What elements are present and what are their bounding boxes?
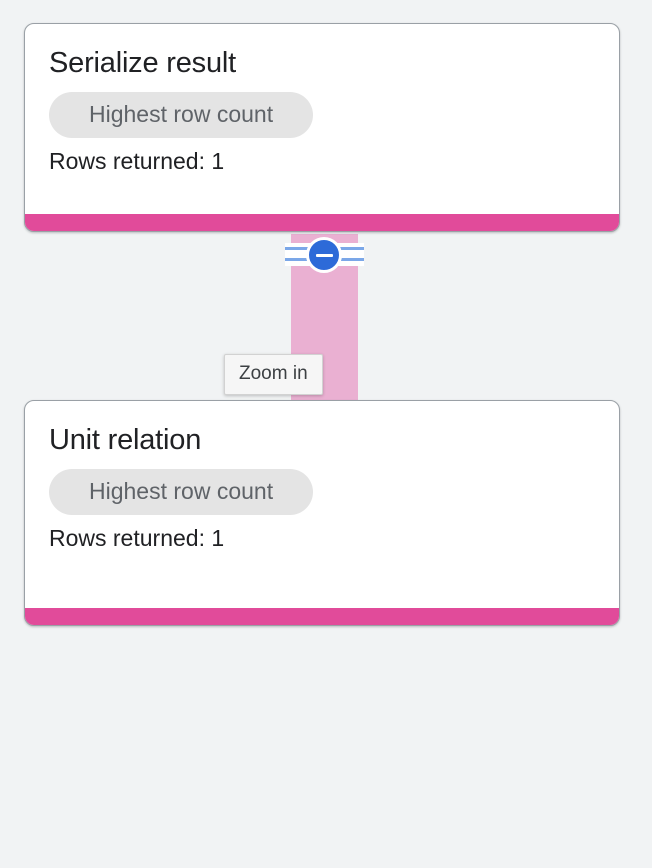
node-rows-returned: Rows returned: 1 <box>49 148 225 174</box>
node-body: Serialize result Highest row count Rows … <box>25 24 619 175</box>
node-accent-bar <box>25 214 619 231</box>
node-body: Unit relation Highest row count Rows ret… <box>25 401 619 552</box>
node-badge: Highest row count <box>49 92 314 138</box>
zoom-in-tooltip: Zoom in <box>224 354 323 395</box>
minus-circle-icon[interactable] <box>306 237 342 273</box>
node-card-serialize-result[interactable]: Serialize result Highest row count Rows … <box>24 23 620 232</box>
node-title: Serialize result <box>49 47 236 79</box>
minus-glyph <box>315 253 333 257</box>
node-card-unit-relation[interactable]: Unit relation Highest row count Rows ret… <box>24 400 620 626</box>
node-rows-returned: Rows returned: 1 <box>49 525 225 551</box>
node-accent-bar <box>25 608 619 625</box>
node-title: Unit relation <box>49 424 202 456</box>
node-badge: Highest row count <box>49 469 314 515</box>
